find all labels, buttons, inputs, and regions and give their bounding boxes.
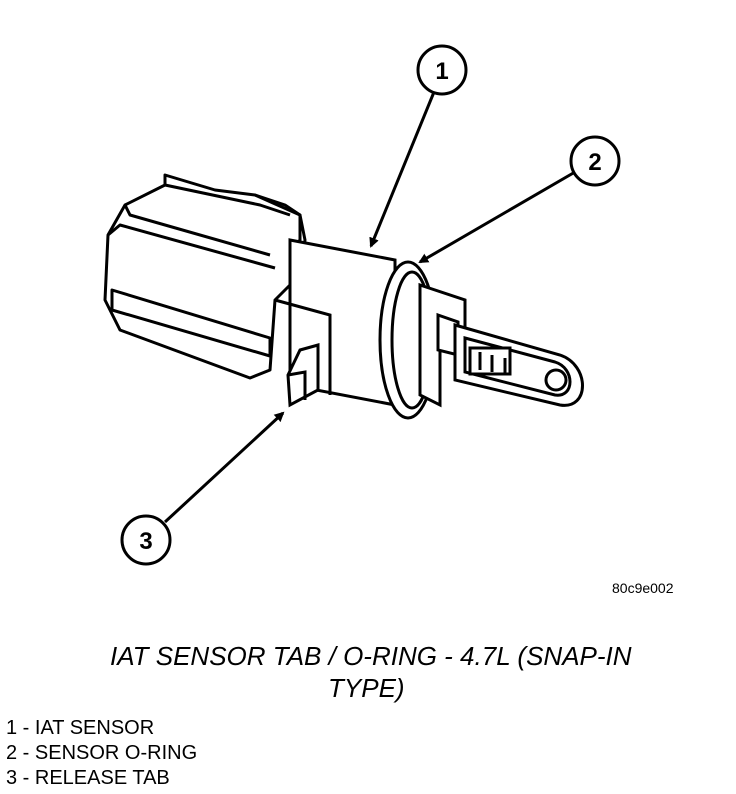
legend-item: 2 - SENSOR O-RING: [6, 742, 198, 764]
callout-3: 3: [120, 514, 172, 566]
leader-line-1: [369, 91, 436, 248]
sensor-connector-body: [103, 173, 307, 380]
callout-2: 2: [569, 135, 621, 187]
figure-caption: IAT SENSOR TAB / O-RING - 4.7L (SNAP-IN …: [0, 640, 736, 704]
legend-item: 1 - IAT SENSOR: [6, 717, 155, 739]
figure-id: 80c9e002: [612, 580, 674, 596]
iat-sensor-illustration: 1 2 3: [103, 44, 621, 566]
legend-item: 3 - RELEASE TAB: [6, 767, 170, 789]
release-tab: [286, 343, 320, 408]
parts-legend: 1 - IAT SENSOR 2 - SENSOR O-RING 3 - REL…: [6, 716, 197, 791]
leader-line-3: [163, 411, 285, 524]
caption-line-1: IAT SENSOR TAB / O-RING - 4.7L (SNAP-IN: [110, 641, 632, 671]
leader-lines: [163, 91, 576, 524]
leader-line-2: [418, 170, 576, 264]
callout-1: 1: [416, 44, 468, 96]
svg-text:2: 2: [588, 149, 601, 176]
sensor-probe: [418, 282, 584, 408]
svg-text:3: 3: [139, 528, 152, 555]
svg-text:1: 1: [435, 58, 448, 85]
caption-line-2: TYPE): [328, 673, 405, 703]
